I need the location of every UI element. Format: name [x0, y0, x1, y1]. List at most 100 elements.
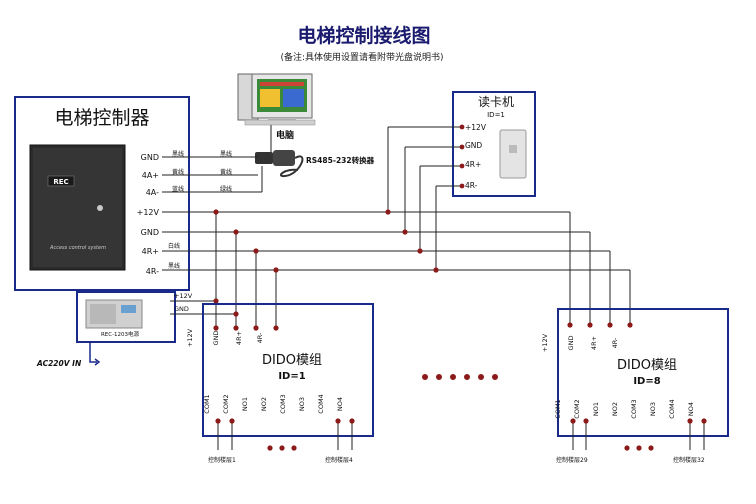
ac-input-line — [89, 342, 97, 363]
module-bottom-pin: NO2 — [260, 397, 268, 411]
module-bottom-pin: COM3 — [279, 394, 287, 413]
wire-color-label: 黑线 — [220, 150, 232, 158]
wire-color-label: 白线 — [168, 242, 180, 250]
ellipsis-dot — [279, 445, 285, 451]
module-top-pin: 4R+ — [590, 336, 598, 350]
wire-color-label: 黄线 — [172, 168, 184, 176]
output-terminal — [570, 418, 576, 424]
wire-color-label: 黑线 — [172, 150, 184, 158]
computer-label: 电脑 — [276, 129, 294, 141]
module-top-pin: 4R+ — [235, 331, 243, 345]
output-terminal — [701, 418, 707, 424]
junction-dot — [459, 183, 465, 189]
card-reader: 读卡机 ID=1 +12V GND 4R+ 4R- — [452, 91, 536, 197]
module-id: ID=8 — [633, 376, 660, 387]
module-bottom-pin: COM1 — [203, 394, 211, 413]
junction-dot — [213, 325, 219, 331]
elevator-controller: 电梯控制器 REC Access control system GND 4A+ … — [14, 96, 190, 291]
controller-pin-gnd-2: GND — [141, 228, 159, 237]
module-bottom-pin: COM1 — [554, 399, 562, 418]
ellipsis-dot — [624, 445, 630, 451]
keyboard — [244, 119, 316, 126]
wire-color-label: 黄线 — [220, 168, 232, 176]
junction-dot — [459, 163, 465, 169]
ellipsis-dot — [436, 374, 442, 380]
power-supply: REC-1203电源 +12V GND AC220V IN — [36, 291, 193, 368]
diagram-title: 电梯控制接线图 — [297, 24, 430, 47]
ellipsis-dot — [648, 445, 654, 451]
module-bottom-pin: NO2 — [611, 402, 619, 416]
module-bottom-pin: NO4 — [687, 402, 695, 416]
module-id: ID=1 — [278, 371, 305, 382]
more-modules-ellipsis — [422, 374, 498, 380]
junction-dot — [253, 325, 259, 331]
power-pin-12v: +12V — [174, 292, 193, 300]
rec-logo-text: REC — [53, 178, 68, 186]
converter-body — [255, 152, 273, 164]
junction-dot — [459, 124, 465, 130]
module-bottom-pin: COM4 — [668, 399, 676, 418]
wire-color-label: 绿线 — [220, 185, 232, 193]
floor-control-label: 控制楼层4 — [325, 456, 353, 464]
ellipsis-dot — [478, 374, 484, 380]
floor-control-label: 控制楼层29 — [556, 456, 588, 464]
power-device-panel — [90, 304, 116, 324]
module-bottom-pin: NO1 — [592, 402, 600, 416]
reader-title: 读卡机 — [478, 95, 514, 109]
reader-pin-12v: +12V — [465, 123, 487, 132]
module-title: DIDO模组 — [617, 358, 677, 373]
rec-logo — [47, 175, 75, 187]
reader-pin-4r-plus: 4R+ — [465, 160, 481, 169]
controller-device-face — [33, 148, 122, 267]
wire-color-label: 蓝线 — [172, 185, 184, 193]
module-top-pin: GND — [567, 336, 575, 351]
module-bottom-pin: COM3 — [630, 399, 638, 418]
floor-control-label: 控制楼层32 — [673, 456, 705, 464]
controller-pin-4a-plus: 4A+ — [142, 171, 159, 180]
module-frame — [202, 303, 374, 437]
wiring — [162, 125, 631, 328]
junction-dot — [402, 229, 408, 235]
diagram-subtitle: (备注:具体使用设置请看附带光盘说明书) — [280, 51, 443, 63]
output-terminal — [229, 418, 235, 424]
reader-pin-gnd: GND — [465, 141, 482, 150]
junction-dot — [607, 322, 613, 328]
key-lock-icon — [97, 205, 103, 211]
reader-sensor-icon — [509, 145, 517, 153]
junction-dot — [233, 325, 239, 331]
rs485-converter: RS485-232转换器 黑线 黄线 绿线 — [220, 150, 375, 193]
reader-frame — [452, 91, 536, 197]
wire-color-label: 黑线 — [168, 262, 180, 270]
ellipsis-dot — [492, 374, 498, 380]
screen-bar — [260, 82, 304, 86]
controller-caption: Access control system — [49, 245, 106, 251]
reader-device — [499, 129, 527, 179]
reader-pin-4r-minus: 4R- — [465, 181, 478, 190]
module-bottom-pin: NO4 — [336, 397, 344, 411]
module-bottom-pin: NO1 — [241, 397, 249, 411]
ellipsis-dot — [450, 374, 456, 380]
junction-dot — [433, 267, 439, 273]
output-terminal — [349, 418, 355, 424]
module-bottom-pin: COM2 — [573, 399, 581, 418]
controller-frame — [14, 96, 190, 291]
power-label: REC-1203电源 — [101, 330, 140, 338]
junction-dot — [253, 248, 259, 254]
reader-id: ID=1 — [487, 111, 505, 119]
screen-panel — [283, 89, 304, 107]
module-top-pin: GND — [212, 331, 220, 346]
junction-dot — [417, 248, 423, 254]
ellipsis-dot — [464, 374, 470, 380]
junction-dot — [213, 209, 219, 215]
converter-cable — [279, 155, 304, 178]
screen-panel — [260, 89, 280, 107]
power-device-board — [121, 305, 136, 313]
controller-pin-4r-minus: 4R- — [146, 267, 159, 276]
junction-dot — [459, 144, 465, 150]
module-top-pin: 4R- — [611, 337, 619, 348]
junction-dot — [627, 322, 633, 328]
